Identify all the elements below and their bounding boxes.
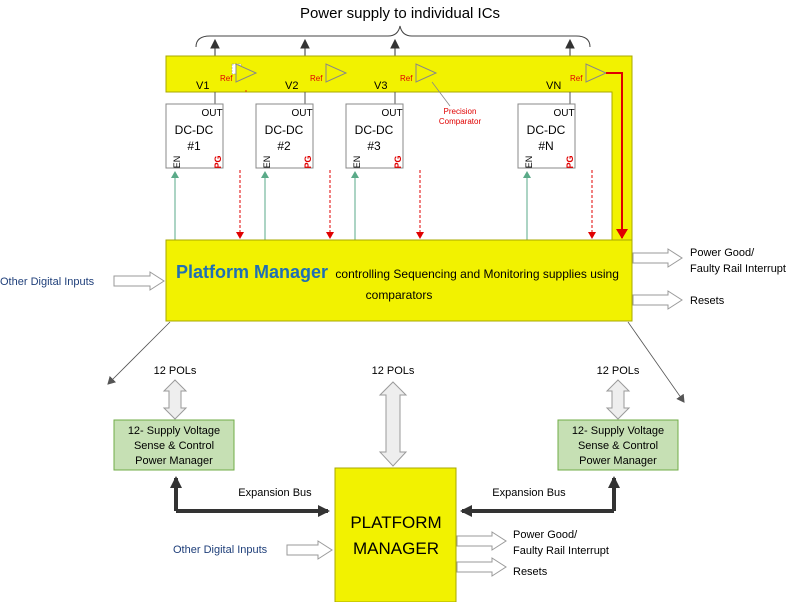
bottom-powergood-arrow <box>456 531 507 551</box>
vn-comparator-output <box>606 72 628 239</box>
bottom-resets-label: Resets <box>513 566 548 578</box>
dcdc-pg-3: PG <box>393 155 403 168</box>
dcdc-en-4: EN <box>524 156 534 169</box>
comparator-1 <box>231 63 258 83</box>
comparator-note-line1: Precision <box>444 107 477 116</box>
bottom-pm-line1: PLATFORM <box>350 513 441 532</box>
ref-label-3: Ref <box>400 74 413 83</box>
platform-manager-desc-2: comparators <box>366 288 433 302</box>
platform-manager-block: Platform Manager controlling Sequencing … <box>165 239 633 322</box>
dcdc-box-4: OUT DC-DC #N EN PG <box>517 103 576 169</box>
dcdc-out-1: OUT <box>201 108 222 119</box>
dcdc-en-1: EN <box>172 156 182 169</box>
comparator-note-leader <box>431 81 451 107</box>
bottom-inputs-arrow <box>286 540 333 560</box>
header-title: Power supply to individual ICs <box>300 5 500 22</box>
rail-label-3: V3 <box>374 80 387 92</box>
dcdc-out-2: OUT <box>291 108 312 119</box>
sense-box-left: 12- Supply Voltage Sense & Control Power… <box>113 419 235 471</box>
bottom-resets-arrow <box>456 557 507 577</box>
sense-left-line1: 12- Supply Voltage <box>128 425 220 437</box>
sense-right-line1: 12- Supply Voltage <box>572 425 664 437</box>
dcdc-name-1: DC-DC <box>175 123 214 137</box>
comparator-note-line2: Comparator <box>439 117 482 126</box>
expansion-right-label: Expansion Bus <box>492 487 566 499</box>
dcdc-box-3: OUT DC-DC #3 EN PG <box>345 103 404 169</box>
ref-label-1: Ref <box>220 74 233 83</box>
top-powergood-line1: Power Good/ <box>690 247 755 259</box>
sense-box-right: 12- Supply Voltage Sense & Control Power… <box>557 419 679 471</box>
bottom-inputs-label: Other Digital Inputs <box>173 544 268 556</box>
platform-manager-title: Platform Manager <box>176 262 328 282</box>
bottom-pm-line2: MANAGER <box>353 539 439 558</box>
rail-label-2: V2 <box>285 80 298 92</box>
pm-diag-right <box>627 321 685 403</box>
comparator-2 <box>325 63 348 83</box>
dcdc-box-1: OUT DC-DC #1 EN PG <box>165 103 224 169</box>
top-inputs-arrow <box>113 271 165 291</box>
dcdc-num-3: #3 <box>367 139 381 153</box>
expansion-left-label: Expansion Bus <box>238 487 312 499</box>
top-resets-label: Resets <box>690 295 725 307</box>
sense-left-line2: Sense & Control <box>134 440 214 452</box>
sense-left-line3: Power Manager <box>135 455 213 467</box>
dcdc-num-2: #2 <box>277 139 291 153</box>
platform-manager-desc-1: controlling Sequencing and Monitoring su… <box>335 267 619 281</box>
comparator-4 <box>585 63 608 83</box>
dcdc-en-2: EN <box>262 156 272 169</box>
bottom-powergood-line2: Faulty Rail Interrupt <box>513 545 609 557</box>
rail-label-1: V1 <box>196 80 209 92</box>
pols-center-arrow <box>378 381 408 467</box>
pg-arrows <box>236 170 596 239</box>
dcdc-name-4: DC-DC <box>527 123 566 137</box>
dcdc-name-3: DC-DC <box>355 123 394 137</box>
dcdc-en-3: EN <box>352 156 362 169</box>
header-brace <box>195 25 591 48</box>
ref-label-4: Ref <box>570 74 583 83</box>
bottom-powergood-line1: Power Good/ <box>513 529 578 541</box>
expansion-bus-left <box>170 476 330 517</box>
dcdc-out-4: OUT <box>553 108 574 119</box>
dcdc-pg-1: PG <box>213 155 223 168</box>
dcdc-num-4: #N <box>538 139 553 153</box>
ref-label-2: Ref <box>310 74 323 83</box>
top-powergood-arrow <box>632 248 683 268</box>
rail-lines <box>214 92 571 104</box>
pols-right-label: 12 POLs <box>597 365 640 377</box>
dcdc-pg-4: PG <box>565 155 575 168</box>
expansion-bus-right <box>460 476 620 517</box>
pm-diag-left <box>107 321 171 385</box>
sense-right-line2: Sense & Control <box>578 440 658 452</box>
svg-text:Platform Manager control: Platform Manager controlling Sequencing … <box>176 262 619 282</box>
pols-left-arrow <box>162 379 188 420</box>
sense-right-line3: Power Manager <box>579 455 657 467</box>
dcdc-out-3: OUT <box>381 108 402 119</box>
comparators <box>231 63 608 83</box>
top-inputs-label: Other Digital Inputs <box>0 276 95 288</box>
pols-right-arrow <box>605 379 631 420</box>
dcdc-pg-2: PG <box>303 155 313 168</box>
rail-label-4: VN <box>546 80 561 92</box>
dcdc-name-2: DC-DC <box>265 123 304 137</box>
pols-left-label: 12 POLs <box>154 365 197 377</box>
en-arrows <box>171 171 531 240</box>
dcdc-num-1: #1 <box>187 139 201 153</box>
dcdc-box-2: OUT DC-DC #2 EN PG <box>255 103 314 169</box>
pols-center-label: 12 POLs <box>372 365 415 377</box>
top-resets-arrow <box>632 290 683 310</box>
bottom-platform-manager: PLATFORM MANAGER <box>334 467 457 602</box>
comparator-3 <box>415 63 438 83</box>
top-powergood-line2: Faulty Rail Interrupt <box>690 263 786 275</box>
